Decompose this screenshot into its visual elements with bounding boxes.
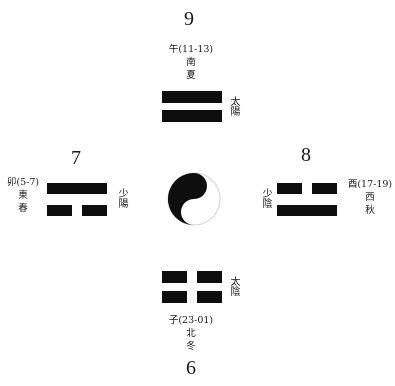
left-season: 春 xyxy=(18,203,28,214)
left-name-text: 少陽 xyxy=(116,188,127,208)
top-name-text: 太陽 xyxy=(228,96,239,116)
left-number: 7 xyxy=(71,147,81,169)
right-yin-line-right xyxy=(312,183,337,194)
left-digram-shao-yang xyxy=(47,183,107,216)
right-yin-line-left xyxy=(277,183,302,194)
top-time: 午(11-13) xyxy=(168,44,214,55)
top-digram-tai-yang xyxy=(162,91,222,124)
right-direction: 西 xyxy=(365,192,375,203)
left-yang-line-lower-left xyxy=(47,205,72,216)
bottom-yin-line-upper-right xyxy=(197,271,222,283)
right-digram-shao-yin xyxy=(277,183,337,216)
bottom-name-text: 太陰 xyxy=(228,276,239,296)
bottom-yin-line-upper-left xyxy=(162,271,187,283)
left-name: 少陽 xyxy=(115,188,127,208)
left-direction: 東 xyxy=(18,190,28,201)
top-yang-line-upper xyxy=(162,91,222,103)
top-number: 9 xyxy=(184,8,194,30)
yin-yang-icon xyxy=(167,172,221,226)
bottom-direction: 北 xyxy=(186,328,196,339)
bottom-digram-tai-yin xyxy=(162,271,222,304)
bottom-yin-line-lower-right xyxy=(197,291,222,303)
top-season: 夏 xyxy=(186,70,196,81)
right-season: 秋 xyxy=(365,205,375,216)
left-time: 卯(5-7) xyxy=(6,177,40,188)
bottom-time-label: 子(23-01) 北 冬 xyxy=(169,314,213,353)
bottom-yin-line-lower-left xyxy=(162,291,187,303)
right-yang-line-lower xyxy=(277,205,337,216)
left-yin-line-left xyxy=(47,183,107,194)
top-name: 太陽 xyxy=(227,96,239,116)
bottom-time: 子(23-01) xyxy=(168,315,214,326)
left-time-label: 卯(5-7) 東 春 xyxy=(7,176,39,215)
top-direction: 南 xyxy=(186,57,196,68)
left-yang-line-lower-right xyxy=(82,205,107,216)
right-time: 酉(17-19) xyxy=(347,179,393,190)
right-time-label: 酉(17-19) 西 秋 xyxy=(348,178,392,217)
right-number: 8 xyxy=(301,144,311,166)
bottom-number: 6 xyxy=(186,357,196,379)
top-time-label: 午(11-13) 南 夏 xyxy=(169,43,213,82)
bottom-season: 冬 xyxy=(186,341,196,352)
right-name: 少陰 xyxy=(259,188,271,208)
right-name-text: 少陰 xyxy=(260,188,271,208)
top-yang-line-lower xyxy=(162,110,222,122)
bottom-name: 太陰 xyxy=(227,276,239,296)
